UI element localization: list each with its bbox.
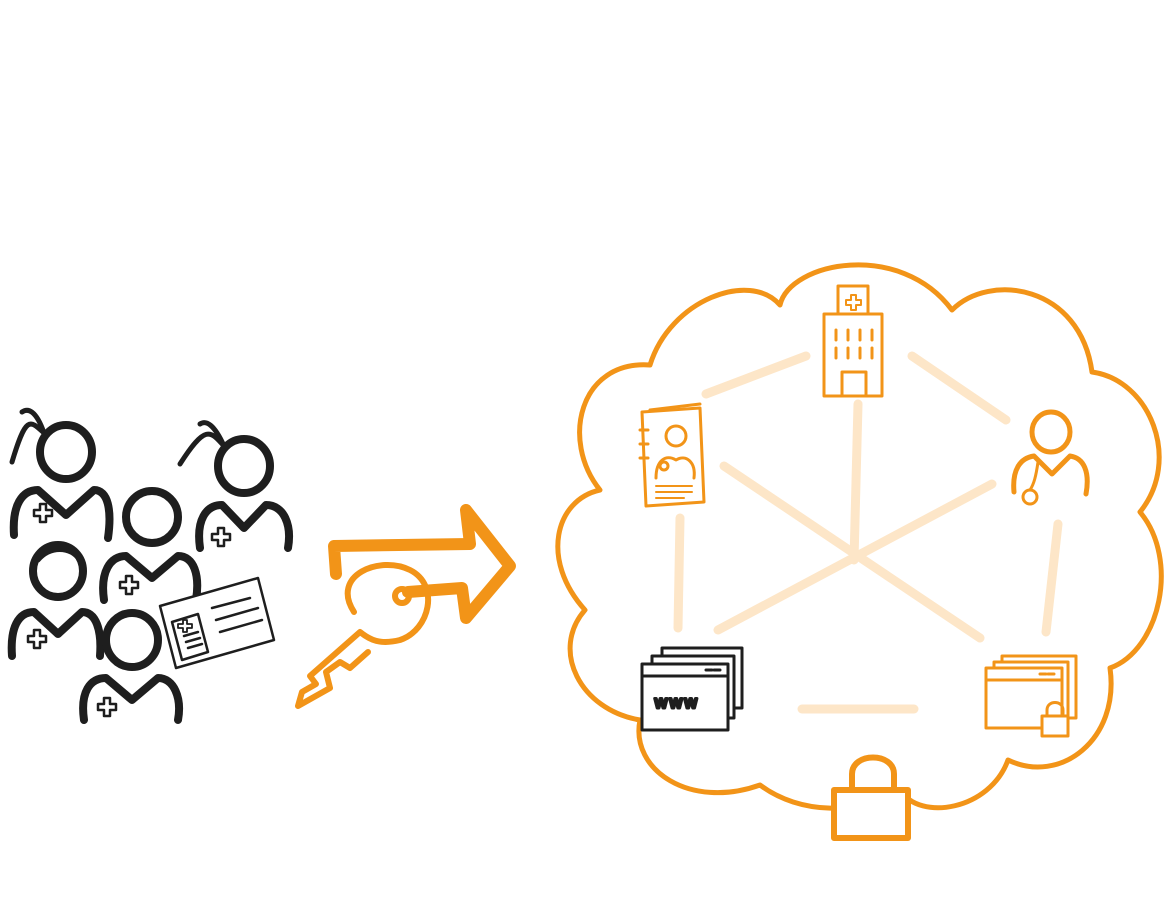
- arrow-right-icon: [328, 504, 516, 624]
- patient-record-icon: [638, 402, 706, 508]
- website-windows-icon: www: [640, 646, 744, 732]
- hospital-building-icon: [822, 284, 884, 398]
- secure-windows-icon: [984, 654, 1078, 738]
- nurse-icon: [7, 541, 105, 660]
- nurse-icon: [79, 609, 183, 724]
- key-icon: [295, 562, 431, 709]
- nurse-icon: [177, 420, 293, 552]
- connection-lines: [673, 351, 1063, 714]
- hospital-card-icon: [158, 576, 276, 670]
- doctor-icon: [1011, 409, 1090, 506]
- nurse-icon: [99, 487, 202, 604]
- padlock-icon: [831, 754, 911, 841]
- nurse-icon: [9, 407, 114, 542]
- website-label: www: [654, 693, 699, 713]
- healthcare-people-icon: [7, 407, 293, 724]
- cloud-icon: www: [555, 262, 1164, 811]
